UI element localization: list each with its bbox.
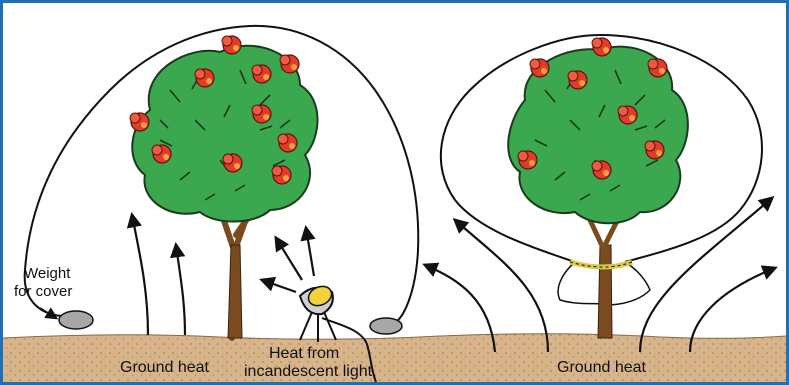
light-heat-arrows [262, 228, 314, 292]
weight-pointer-arrow [40, 308, 56, 318]
tree-icon [132, 46, 317, 338]
ground-heat-arrows-left [132, 215, 185, 335]
weight-label-line2: for cover [14, 283, 72, 300]
ground-heat-label-left: Ground heat [120, 359, 210, 376]
weight-label-line1: Weight [24, 265, 71, 282]
light-label-line2: incandescent light [244, 363, 373, 380]
ground-heat-label-right: Ground heat [557, 359, 647, 376]
light-label-line1: Heat from [269, 345, 339, 362]
